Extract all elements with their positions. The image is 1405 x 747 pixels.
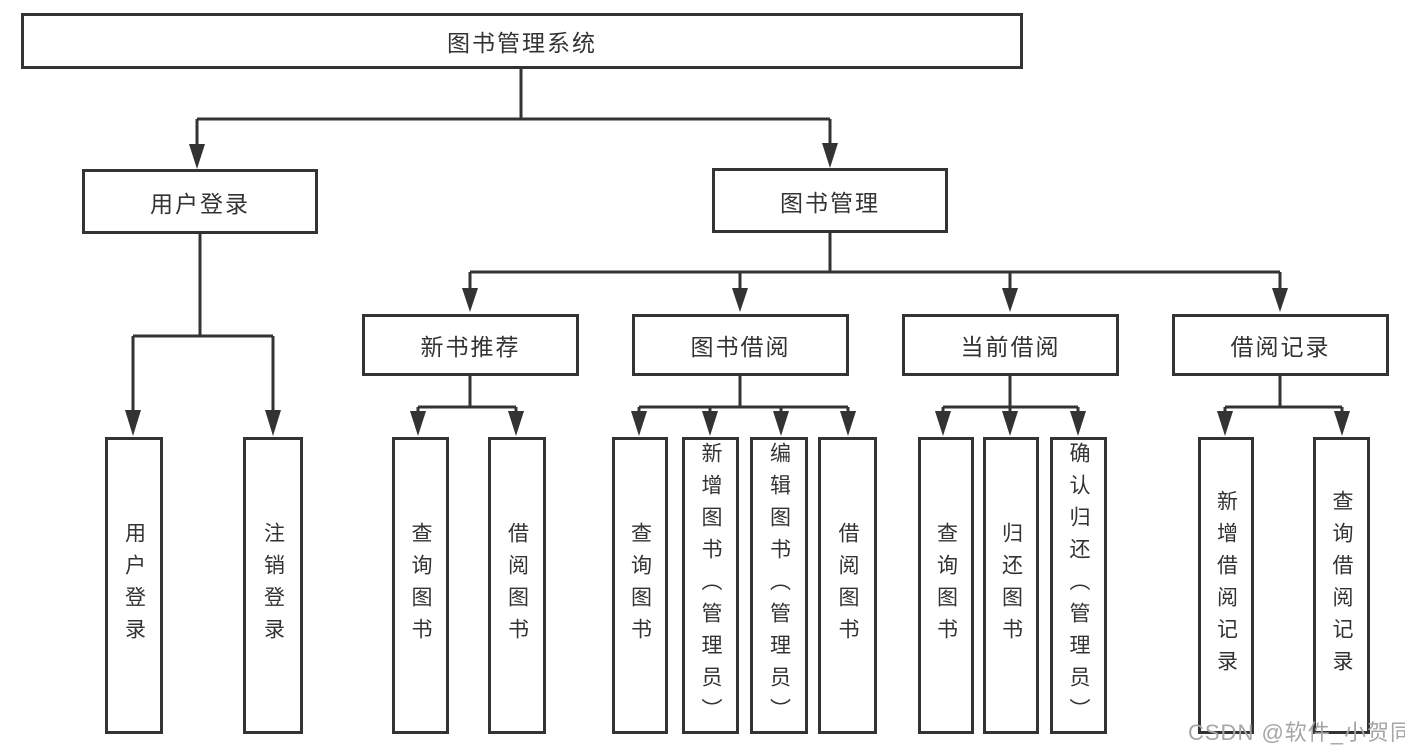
leaf-query-books-borrowing: 查询图书 [612,437,668,734]
leaf-return-books: 归还图书 [983,437,1039,734]
leaf-query-borrow-record: 查询借阅记录 [1313,437,1370,734]
leaf-borrow-books-recommend: 借阅图书 [488,437,546,734]
leaf-label: 注销登录 [261,521,285,650]
leaf-confirm-return-admin: 确认归还（管理员） [1050,437,1107,734]
leaf-borrow-books-borrowing: 借阅图书 [818,437,877,734]
node-label: 借阅记录 [1230,334,1331,360]
leaf-label: 确认归还（管理员） [1067,441,1090,730]
leaf-label: 借阅图书 [836,521,859,650]
leaf-label: 查询借阅记录 [1330,489,1353,682]
leaf-label: 归还图书 [999,521,1023,650]
leaf-label: 编辑图书（管理员） [767,441,791,730]
leaf-query-books-current: 查询图书 [918,437,974,734]
node-borrowing-records: 借阅记录 [1172,314,1389,376]
leaf-query-books-recommend: 查询图书 [392,437,449,734]
leaf-logout: 注销登录 [243,437,303,734]
leaf-add-books-admin: 新增图书（管理员） [682,437,739,734]
leaf-label: 新增图书（管理员） [699,441,722,730]
node-book-management: 图书管理 [712,168,948,233]
node-label: 图书管理系统 [447,30,597,56]
leaf-label: 查询图书 [934,521,958,650]
node-label: 新书推荐 [420,334,521,360]
node-label: 当前借阅 [960,334,1061,360]
leaf-label: 查询图书 [628,521,652,650]
leaf-edit-books-admin: 编辑图书（管理员） [750,437,808,734]
node-new-book-recommendation: 新书推荐 [362,314,579,376]
leaf-add-borrow-record: 新增借阅记录 [1198,437,1254,734]
node-current-borrowing: 当前借阅 [902,314,1119,376]
node-library-system: 图书管理系统 [21,13,1023,69]
leaf-label: 借阅图书 [505,521,529,650]
node-book-borrowing: 图书借阅 [632,314,849,376]
leaf-label: 查询图书 [409,521,432,650]
arrowheads [125,143,1350,436]
node-user-login: 用户登录 [82,169,318,234]
node-label: 用户登录 [150,190,250,217]
csdn-watermark: CSDN @软件_小贺同学 [1188,720,1405,745]
leaf-label: 新增借阅记录 [1214,489,1238,682]
node-label: 图书借阅 [690,334,791,360]
node-label: 图书管理 [780,189,880,216]
leaf-label: 用户登录 [122,521,146,650]
leaf-user-login: 用户登录 [105,437,163,734]
